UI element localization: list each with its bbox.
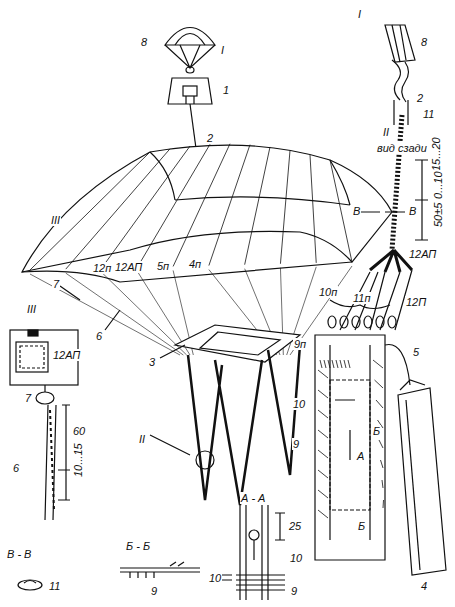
- callout-label: 12п: [92, 262, 112, 274]
- callout-label: 4п: [188, 258, 202, 270]
- callout-label: 0...10: [432, 170, 444, 200]
- callout-label: 6: [95, 330, 103, 342]
- callout-label: 5: [412, 346, 420, 358]
- stroke: [318, 370, 328, 378]
- callout-label: 6: [12, 462, 20, 474]
- stroke: [318, 450, 328, 458]
- stroke: [30, 152, 150, 270]
- stroke: [373, 360, 383, 368]
- stroke: [381, 460, 384, 468]
- callout-label: А: [356, 450, 365, 462]
- stroke: [376, 400, 383, 408]
- callout-label: 12П: [405, 296, 427, 308]
- stroke: [209, 145, 250, 266]
- callout-label: 50±5: [432, 202, 444, 228]
- stroke: [318, 410, 328, 418]
- stroke: [280, 151, 290, 264]
- callout-label: 9: [150, 585, 158, 597]
- callout-label: 7: [52, 278, 60, 290]
- callout-label: 10п: [318, 286, 338, 298]
- callout-label: 2: [416, 92, 424, 104]
- callout-label: 10: [292, 398, 306, 410]
- stroke: [318, 470, 328, 478]
- callout-label: 10: [208, 572, 222, 584]
- stroke: [379, 440, 383, 448]
- stroke: [328, 360, 330, 368]
- stroke: [102, 146, 190, 268]
- callout-label: В - В: [6, 548, 32, 560]
- callout-label: II: [138, 433, 146, 445]
- callout-label: I: [357, 8, 362, 20]
- callout-label: 10...15: [72, 442, 84, 478]
- stroke: [348, 360, 350, 368]
- line-loop: [328, 316, 336, 328]
- callout-label: 12АП: [52, 349, 81, 361]
- stroke: [245, 147, 270, 265]
- callout-label: 8: [140, 36, 148, 48]
- callout-label: 8: [420, 36, 428, 48]
- stroke: [66, 149, 170, 269]
- line-loop: [352, 316, 360, 328]
- callout-label: 11п: [352, 292, 371, 304]
- stroke: [318, 510, 328, 518]
- callout-label: 2: [206, 132, 214, 144]
- callout-label: I: [220, 44, 225, 56]
- callout-label: 7: [24, 392, 32, 404]
- callout-label: 25: [288, 520, 302, 532]
- stroke: [318, 390, 328, 398]
- stroke: [137, 144, 210, 267]
- stroke: [324, 360, 326, 368]
- callout-label: 11: [48, 580, 61, 592]
- line-loop: [376, 316, 384, 328]
- callout-label: III: [26, 303, 37, 315]
- stroke: [340, 360, 342, 368]
- callout-label: 5п: [156, 260, 170, 272]
- callout-label: 9: [290, 585, 298, 597]
- callout-label: 15...20: [430, 136, 442, 172]
- stroke: [66, 273, 184, 355]
- callout-label: 3: [148, 356, 156, 368]
- stroke: [330, 160, 352, 262]
- line-loop: [388, 316, 396, 328]
- stroke: [318, 490, 328, 498]
- callout-label: 11: [422, 108, 435, 120]
- stroke: [375, 380, 384, 388]
- stroke: [344, 360, 346, 368]
- callout-label: В: [352, 205, 361, 217]
- callout-label: В: [408, 205, 417, 217]
- callout-label: III: [50, 214, 61, 226]
- stroke: [318, 430, 328, 438]
- stroke: [320, 360, 322, 368]
- callout-label: 60: [72, 425, 86, 437]
- callout-label: 12АП: [114, 261, 143, 273]
- callout-label: II: [382, 126, 390, 138]
- callout-label: Б: [372, 425, 381, 437]
- callout-label: вид сзади: [376, 142, 428, 154]
- stroke: [332, 360, 334, 368]
- callout-label: 9: [292, 438, 300, 450]
- stroke: [382, 480, 383, 488]
- callout-label: 4: [420, 580, 428, 592]
- line-loop: [340, 316, 348, 328]
- callout-label: 1: [222, 84, 230, 96]
- stroke: [310, 155, 316, 263]
- callout-label: 9п: [293, 338, 307, 350]
- stroke: [383, 500, 385, 508]
- stroke: [173, 144, 230, 267]
- callout-label: 10: [289, 552, 303, 564]
- stroke: [102, 272, 187, 355]
- callout-label: А - А: [240, 492, 266, 504]
- stroke: [336, 360, 338, 368]
- callout-label: Б - Б: [125, 540, 151, 552]
- line-loop: [364, 316, 372, 328]
- callout-label: Б: [357, 520, 366, 532]
- callout-label: 12АП: [408, 248, 437, 260]
